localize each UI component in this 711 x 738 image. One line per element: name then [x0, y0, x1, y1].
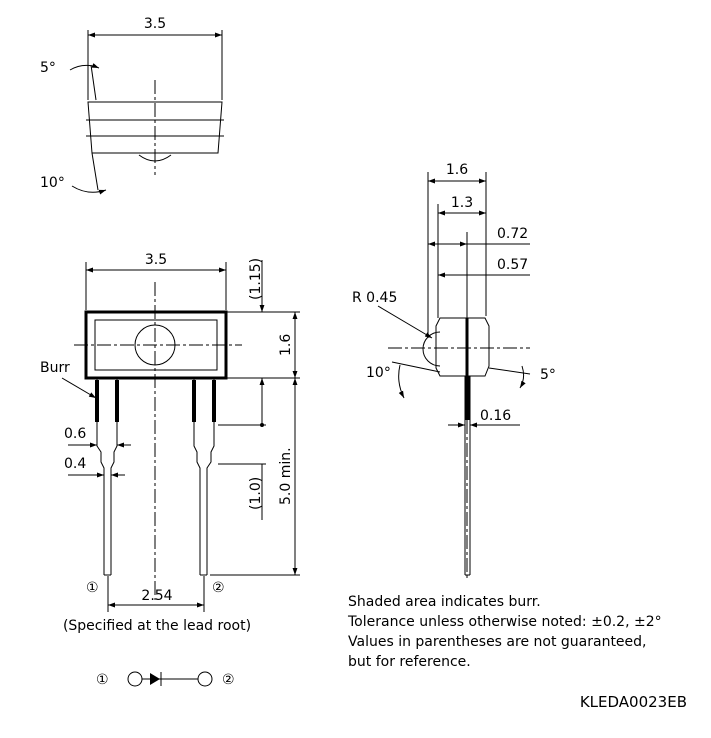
schematic-pin1-label: ① [96, 672, 109, 688]
pin1-label: ① [86, 580, 99, 596]
lead-length-label: 5.0 min. [278, 447, 294, 505]
top-width-label: 3.5 [144, 16, 166, 32]
side-dim-13-label: 1.3 [451, 195, 473, 211]
lead-width-06-label: 0.6 [64, 426, 86, 442]
pin-schematic: ① ② [96, 671, 235, 688]
lead-thickness-label: 0.16 [480, 408, 511, 424]
pin2-label: ② [212, 580, 225, 596]
lead-length-ref-label: (1.0) [248, 477, 264, 510]
note-line: Tolerance unless otherwise noted: ±0.2, … [348, 614, 662, 630]
side-angle-right-label: 5° [540, 367, 556, 383]
top-angle-bottom-label: 10° [40, 175, 65, 191]
side-angle-left-label: 10° [366, 365, 391, 381]
front-view: 3.5 (1.15) 1.6 (1.0) 5.0 min. Burr 0.6 0… [40, 252, 300, 634]
side-dim-16-label: 1.6 [446, 162, 468, 178]
lead-width-04-label: 0.4 [64, 456, 86, 472]
side-dim-072-label: 0.72 [497, 226, 528, 242]
drawing-code: KLEDA0023EB [579, 693, 687, 711]
body-height-ref-label: (1.15) [248, 258, 264, 300]
pitch-note: (Specified at the lead root) [63, 618, 251, 634]
note-line: Values in parentheses are not guaranteed… [348, 634, 647, 650]
burr-label: Burr [40, 360, 70, 376]
note-line: Shaded area indicates burr. [348, 594, 541, 610]
side-view: 1.6 1.3 0.72 0.57 R 0.45 10° 5° 0.16 [352, 162, 556, 580]
schematic-pin2-label: ② [222, 672, 235, 688]
note-line: but for reference. [348, 654, 471, 670]
top-view: 3.5 5° 10° [40, 16, 224, 195]
top-angle-top-label: 5° [40, 60, 56, 76]
notes-block: Shaded area indicates burr. Tolerance un… [348, 592, 662, 672]
pitch-label: 2.54 [141, 588, 172, 604]
radius-label: R 0.45 [352, 290, 397, 306]
side-dim-057-label: 0.57 [497, 257, 528, 273]
front-width-label: 3.5 [145, 252, 167, 268]
body-height-label: 1.6 [278, 334, 294, 356]
